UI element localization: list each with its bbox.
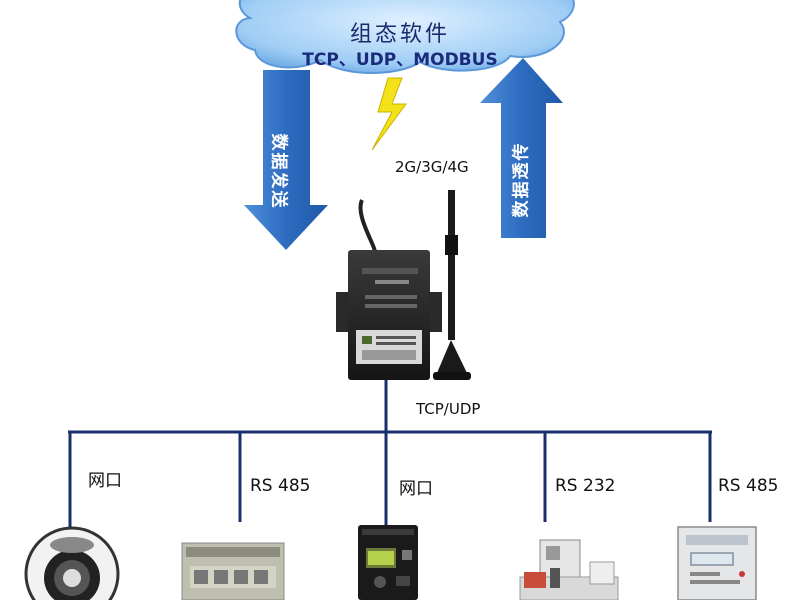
antenna-icon — [433, 190, 471, 380]
branch-label-3: 网口 — [399, 479, 433, 499]
data-passthrough-arrow — [480, 58, 563, 238]
branch-label-1: 网口 — [88, 471, 122, 491]
data-passthrough-label: 数据透传 — [511, 141, 532, 218]
lightning-icon — [371, 77, 407, 151]
cloud-title: 组态软件 — [349, 22, 450, 47]
bus-protocol-label: TCP/UDP — [416, 400, 481, 418]
camera-device — [24, 526, 120, 604]
power-meter-device — [181, 542, 285, 601]
data-send-arrow — [244, 70, 328, 250]
device-antenna-stub — [358, 199, 377, 253]
branch-label-4: RS 232 — [555, 476, 616, 496]
bus-network-lines — [68, 380, 712, 540]
data-send-label: 数据发送 — [268, 133, 289, 210]
gateway-device — [336, 199, 442, 380]
branch-label-2: RS 485 — [250, 476, 311, 496]
branch-label-5: RS 485 — [718, 476, 779, 496]
cloud-protocols: TCP、UDP、MODBUS — [302, 50, 498, 70]
electric-meter-device — [677, 526, 757, 601]
inverter-device — [358, 525, 418, 600]
network-label: 2G/3G/4G — [395, 158, 469, 176]
cloud-shape — [235, 0, 575, 74]
sensor-device — [519, 539, 619, 601]
